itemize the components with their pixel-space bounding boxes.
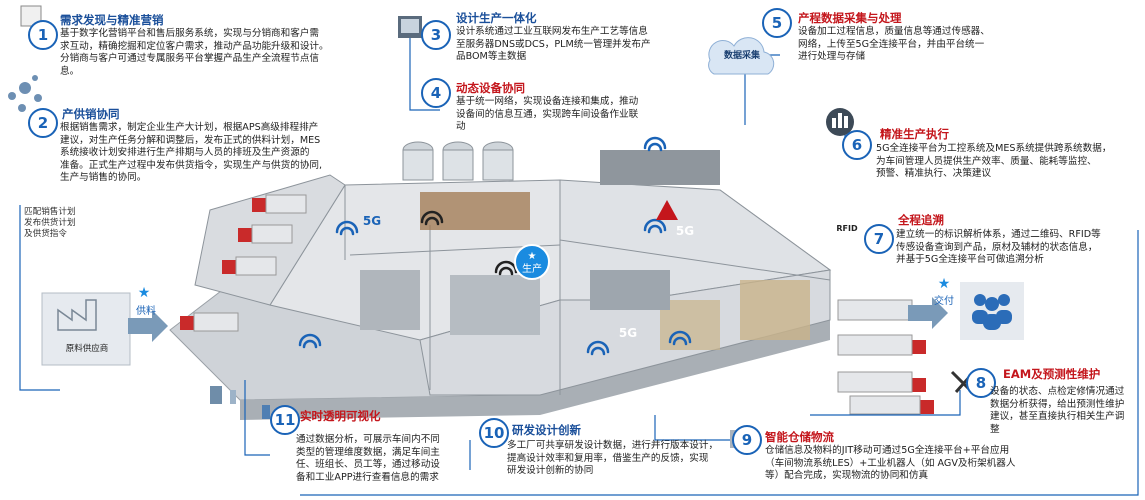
desc-line: 预警、精准执行、决策建议 bbox=[876, 168, 992, 180]
step-5-title: 产程数据采集与处理 bbox=[798, 11, 902, 25]
desc-line: 类型的管理维度数据，满足车间主 bbox=[296, 446, 440, 458]
step-11-description: 通过数据分析，可展示车间内不同 类型的管理维度数据，满足车间主 任、班组长、员工… bbox=[296, 434, 471, 484]
desc-line: 提高设计效率和复用率，借鉴生产的反馈，实现 bbox=[507, 452, 709, 464]
step-11-title: 实时透明可视化 bbox=[300, 409, 381, 423]
note-line: 发布供货计划 bbox=[24, 218, 76, 228]
step-8-description: 设备的状态、点检定修情况通过 数据分析获得，给出预测性维护 建议，甚至直接执行相… bbox=[990, 386, 1140, 436]
step-10-number: 10 bbox=[479, 418, 509, 448]
note-line: 匹配销售计划 bbox=[24, 207, 76, 217]
desc-line: （车间物流系统LES）+工业机器人（如 AGV及桁架机器人 bbox=[765, 457, 1016, 469]
step-2-description: 根据销售需求，制定企业生产大计划，根据APS高级排程排产 建议，对生产任务分解和… bbox=[60, 122, 360, 185]
desc-line: 基于统一网络，实现设备连接和集成，推动 bbox=[456, 96, 639, 107]
desc-line: 设备间的信息互通，实现跨车间设备作业联 bbox=[456, 108, 639, 120]
step-7-number: 7 bbox=[864, 224, 894, 254]
delivery-label: 交付 bbox=[934, 296, 954, 307]
desc-line: 任、班组长、员工等，通过移动设 bbox=[296, 459, 440, 471]
step-7-description: 建立统一的标识解析体系，通过二维码、RFID等 传感设备查询到产品，原材及辅材的… bbox=[896, 229, 1141, 267]
step-5-description: 设备加工过程信息，质量信息等通过传感器、 网络，上传至5G全连接平台，并由平台统… bbox=[798, 26, 1038, 64]
step-1-number: 1 bbox=[28, 20, 58, 50]
desc-line: 系统接收计划安排进行生产排期与人员的排班及生产资源的 bbox=[60, 147, 310, 159]
desc-line: 网络，上传至5G全连接平台，并由平台统一 bbox=[798, 38, 985, 50]
step-1-title: 需求发现与精准营销 bbox=[60, 13, 164, 27]
step-3-number: 3 bbox=[421, 20, 451, 50]
step-2-number: 2 bbox=[28, 108, 58, 138]
desc-line: 进行处理与存储 bbox=[798, 51, 866, 63]
desc-line: 建议，甚至直接执行相关生产调 bbox=[990, 411, 1125, 423]
desc-line: 基于数字化营销平台和售后服务系统，实现与分销商和客户需 bbox=[60, 28, 320, 39]
desc-line: 准备。正式生产过程中发布供货指令，实现生产与供货的协同, bbox=[60, 159, 323, 171]
production-badge: ★ 生产 bbox=[514, 244, 550, 280]
desc-line: 为车间管理人员提供生产效率、质量、能耗等监控、 bbox=[876, 155, 1097, 167]
step-10-description: 多工厂可共享研发设计数据，进行并行版本设计， 提高设计效率和复用率，借鉴生产的反… bbox=[507, 440, 742, 478]
desc-line: 整 bbox=[990, 423, 1000, 435]
desc-line: 生产与销售的协同。 bbox=[60, 172, 147, 184]
data-collect-label: 数据采集 bbox=[723, 51, 760, 61]
desc-line: 设计系统通过工业互联网发布生产工艺等信息 bbox=[456, 26, 648, 37]
step-4-number: 4 bbox=[421, 78, 451, 108]
desc-line: 通过数据分析，可展示车间内不同 bbox=[296, 434, 440, 445]
production-label: 生产 bbox=[522, 264, 542, 275]
desc-line: 设备的状态、点检定修情况通过 bbox=[990, 386, 1125, 397]
desc-line: 并基于5G全连接平台可做追溯分析 bbox=[896, 254, 1044, 266]
desc-line: 建议，对生产任务分解和调整后，发布正式的供料计划，MES bbox=[60, 134, 321, 146]
desc-line: 研发设计创新的协同 bbox=[507, 465, 594, 477]
step-4-title: 动态设备协同 bbox=[456, 81, 525, 95]
supply-label: 供料 bbox=[136, 306, 156, 317]
desc-line: 品BOM等主数据 bbox=[456, 51, 527, 63]
step-10-title: 研发设计创新 bbox=[512, 423, 581, 437]
desc-line: 备和工业APP进行查看信息的需求 bbox=[296, 471, 439, 483]
5g-label-3: 5G bbox=[618, 326, 638, 340]
step-8-number: 8 bbox=[966, 368, 996, 398]
desc-line: 建立统一的标识解析体系，通过二维码、RFID等 bbox=[896, 229, 1101, 240]
desc-line: 数据分析获得，给出预测性维护 bbox=[990, 398, 1125, 410]
desc-line: 仓储信息及物料的JIT移动可通过5G全连接平台+平台应用 bbox=[765, 445, 1010, 456]
desc-line: 等）配合完成，实现物流的协同和仿真 bbox=[765, 470, 929, 482]
desc-line: 根据销售需求，制定企业生产大计划，根据APS高级排程排产 bbox=[60, 122, 319, 133]
desc-line: 5G全连接平台为工控系统及MES系统提供跨系统数据， bbox=[876, 143, 1112, 154]
desc-line: 动 bbox=[456, 121, 466, 133]
desc-line: 至服务器DNS或DCS，PLM统一管理并发布产 bbox=[456, 38, 651, 50]
note-line: 及供货指令 bbox=[24, 229, 67, 239]
star-icon: ★ bbox=[137, 285, 151, 301]
desc-line: 求互动，精确挖掘和定位客户需求，推动产品功能升级和设计。 bbox=[60, 40, 329, 52]
desc-line: 传感设备查询到产品，原材及辅材的状态信息， bbox=[896, 241, 1098, 253]
step-4-description: 基于统一网络，实现设备连接和集成，推动 设备间的信息互通，实现跨车间设备作业联 … bbox=[456, 96, 686, 134]
5g-label-1: 5G bbox=[362, 214, 382, 228]
step-7-title: 全程追溯 bbox=[898, 213, 944, 227]
desc-line: 分销商与客户可通过专属服务平台掌握产品生产全流程节点信 bbox=[60, 53, 320, 65]
supplier-label: 原料供应商 bbox=[65, 344, 109, 354]
desc-line: 多工厂可共享研发设计数据，进行并行版本设计， bbox=[507, 440, 719, 451]
desc-line: 设备加工过程信息，质量信息等通过传感器、 bbox=[798, 26, 990, 37]
rfid-label: RFID bbox=[836, 224, 858, 233]
star-icon: ★ bbox=[937, 276, 951, 292]
step-6-description: 5G全连接平台为工控系统及MES系统提供跨系统数据， 为车间管理人员提供生产效率… bbox=[876, 143, 1141, 181]
step-3-description: 设计系统通过工业互联网发布生产工艺等信息 至服务器DNS或DCS，PLM统一管理… bbox=[456, 26, 696, 64]
step-9-description: 仓储信息及物料的JIT移动可通过5G全连接平台+平台应用 （车间物流系统LES）… bbox=[765, 445, 1055, 483]
step-1-description: 基于数字化营销平台和售后服务系统，实现与分销商和客户需 求互动，精确挖掘和定位客… bbox=[60, 28, 370, 78]
step-5-number: 5 bbox=[762, 8, 792, 38]
star-icon: ★ bbox=[527, 251, 537, 262]
step-11-number: 11 bbox=[270, 405, 300, 435]
step-2-title: 产供销协同 bbox=[62, 107, 120, 121]
step-9-number: 9 bbox=[732, 425, 762, 455]
step-6-title: 精准生产执行 bbox=[880, 127, 949, 141]
step-8-title: EAM及预测性维护 bbox=[1003, 367, 1101, 381]
step-3-title: 设计生产一体化 bbox=[456, 11, 537, 25]
step-9-title: 智能仓储物流 bbox=[765, 430, 834, 444]
desc-line: 息。 bbox=[60, 65, 80, 77]
supplier-plan-note: 匹配销售计划 发布供货计划 及供货指令 bbox=[24, 207, 114, 240]
5g-label-2: 5G bbox=[675, 224, 695, 238]
step-6-number: 6 bbox=[842, 130, 872, 160]
